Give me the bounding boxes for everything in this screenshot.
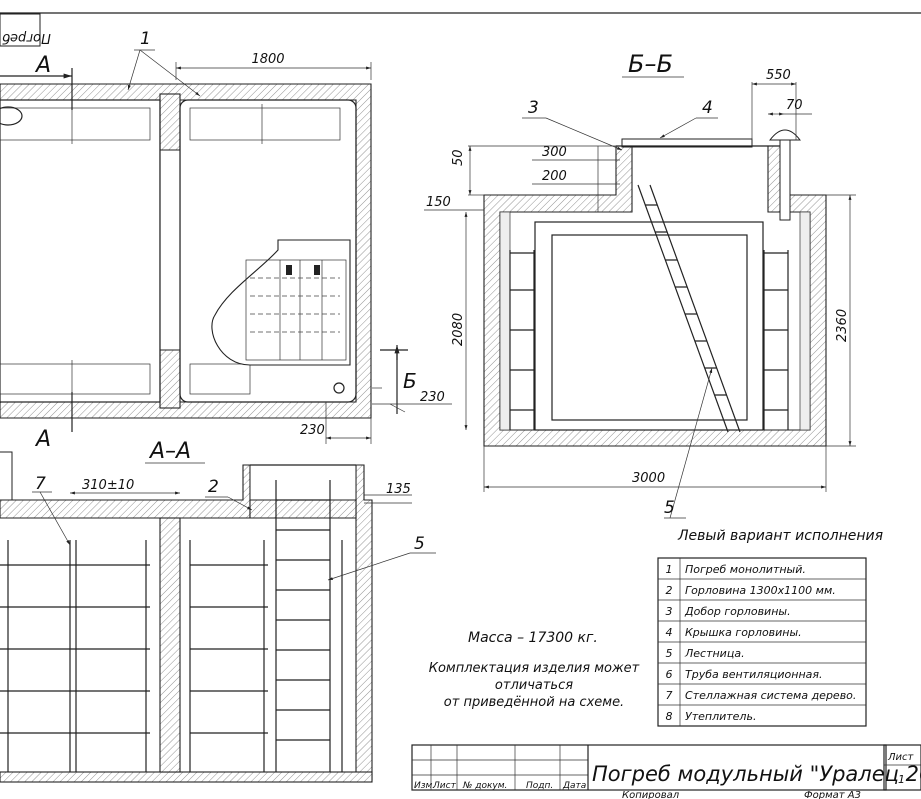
dim-310: 310±10	[82, 478, 134, 493]
kit-note-line-3: от приведённой на схеме.	[444, 695, 624, 710]
legend-num-5: 5	[666, 647, 673, 660]
aa-ladder	[275, 480, 331, 772]
legend-num-3: 3	[666, 605, 673, 618]
aa-shelving-left	[0, 540, 150, 772]
bb-shelving-left	[509, 250, 535, 430]
bb-ladder	[637, 184, 741, 433]
dim-230-horizontal: 230	[300, 423, 325, 438]
sheet-number: 1	[898, 773, 905, 786]
dim-550: 550	[766, 68, 791, 83]
legend-num-6: 6	[666, 668, 673, 681]
aa-right-wall	[355, 464, 373, 781]
legend-text-8: Утеплитель.	[685, 710, 756, 723]
plan-shelf-top-right	[189, 107, 341, 141]
callout-7: 7	[35, 474, 46, 494]
callout-5-bb: 5	[664, 498, 675, 518]
plan-shelf-bottom-right	[189, 363, 251, 395]
cut-a-bottom-label: А	[34, 427, 51, 452]
kit-note-line-1: Комплектация изделия может	[429, 661, 640, 676]
dim-2080: 2080	[451, 313, 466, 346]
kit-note-line-2: отличаться	[495, 678, 573, 693]
drawing-title: Погреб модульный "Уралец 20"	[592, 762, 921, 786]
plan-room-right	[179, 99, 357, 403]
dim-300: 300	[542, 145, 567, 160]
dim-50: 50	[451, 149, 466, 166]
copied-label: Копировал	[622, 790, 680, 799]
bb-neck-cover	[621, 138, 753, 148]
legend-text-4: Крышка горловины.	[685, 626, 802, 639]
dim-150: 150	[426, 195, 451, 210]
legend-text-2: Горловина 1300х1100 мм.	[685, 584, 836, 597]
cut-b-label: Б	[403, 369, 417, 393]
plan-vent-pipe	[333, 382, 345, 394]
plan-shelf-top-left	[0, 107, 151, 141]
aa-shelving-right	[189, 540, 343, 772]
plan-partition-gap	[159, 149, 181, 351]
bb-vent-pipe	[768, 129, 802, 221]
callout-3: 3	[528, 98, 539, 118]
callout-2: 2	[208, 477, 219, 497]
legend-num-1: 1	[666, 563, 673, 576]
plan-view: А А Б 1800 1 230 230	[0, 29, 452, 452]
title-hdr-doc: № докум.	[462, 781, 507, 791]
dim-200: 200	[542, 169, 567, 184]
legend-text-6: Труба вентиляционная.	[685, 668, 822, 681]
plan-vent-oval	[0, 106, 23, 126]
aa-partition	[159, 517, 181, 773]
section-aa-label: А–А	[148, 439, 191, 464]
dim-70: 70	[786, 98, 803, 113]
variant-note: Левый вариант исполнения	[677, 528, 883, 544]
title-block: Изм. Лист № докум. Подп. Дата Погреб мод…	[411, 744, 921, 799]
callout-1: 1	[140, 29, 151, 49]
plan-room-left	[0, 99, 161, 403]
title-hdr-list: Лист	[432, 781, 457, 791]
bb-shelving-right	[763, 250, 789, 430]
dim-2360: 2360	[835, 309, 850, 342]
dim-230-vertical: 230	[420, 390, 445, 405]
legend-num-4: 4	[666, 626, 673, 639]
legend-text-3: Добор горловины.	[684, 605, 791, 618]
title-hdr-sign: Подп.	[526, 781, 553, 791]
legend-num-7: 7	[666, 689, 673, 702]
aa-vent-pipe	[0, 451, 13, 501]
callout-4: 4	[702, 98, 713, 118]
mass-note: Масса – 17300 кг.	[468, 630, 598, 646]
format-label: Формат А3	[804, 790, 861, 799]
legend-text-5: Лестница.	[684, 647, 745, 660]
legend-num-2: 2	[666, 584, 673, 597]
cut-a-top-label: А	[34, 53, 51, 78]
aa-floor	[0, 771, 373, 783]
legend-text-7: Стеллажная система дерево.	[685, 689, 856, 702]
legend-table: 1 Погреб монолитный. 2 Горловина 1300х1100 …	[657, 557, 867, 727]
bb-rack-frame	[534, 221, 764, 431]
plan-hatch-opening	[211, 239, 351, 366]
corner-tag-text: Погреб	[2, 30, 51, 45]
section-bb: Б–Б	[424, 50, 856, 519]
dim-3000: 3000	[632, 471, 665, 486]
section-bb-label: Б–Б	[628, 50, 673, 78]
legend-num-8: 8	[666, 710, 673, 723]
corner-tag: Погреб	[0, 13, 51, 47]
title-hdr-izm: Изм.	[414, 781, 435, 791]
callout-5-aa: 5	[414, 534, 425, 554]
dim-135: 135	[386, 482, 411, 497]
title-hdr-date: Дата	[562, 781, 586, 791]
plan-shelf-bottom-left	[0, 363, 151, 395]
sheet-label: Лист	[887, 752, 915, 763]
dim-1800: 1800	[251, 52, 284, 67]
section-aa: А–А	[0, 439, 436, 783]
legend-text-1: Погреб монолитный.	[685, 563, 806, 576]
